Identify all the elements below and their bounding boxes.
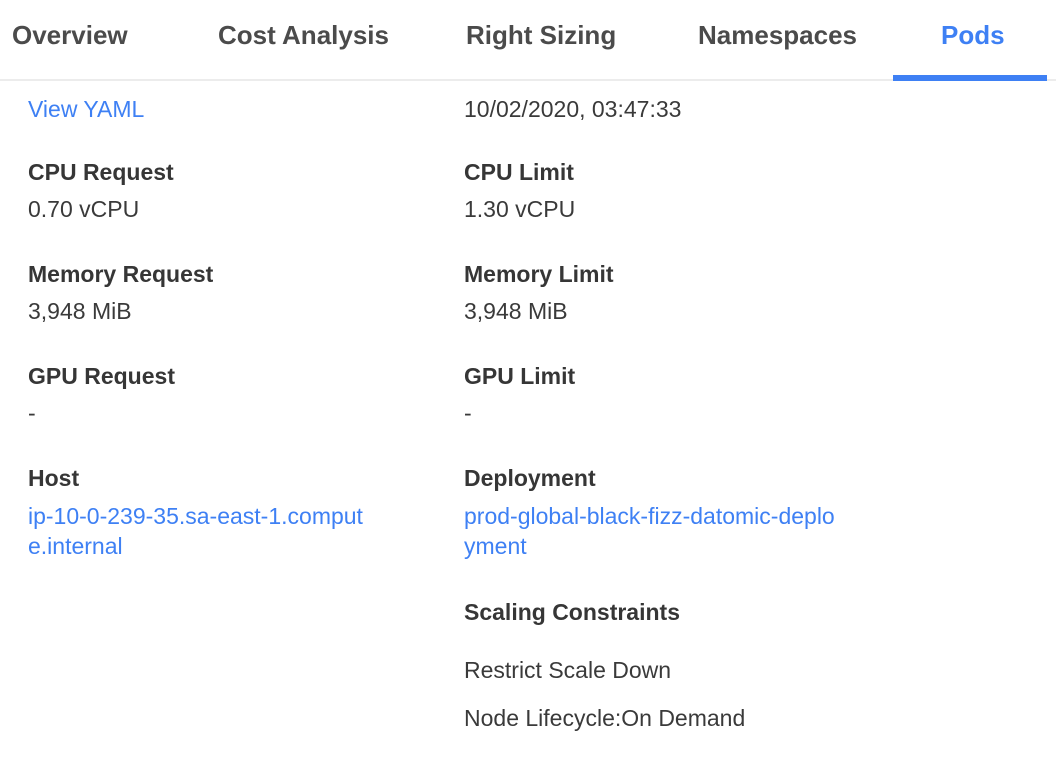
tab-bar: Overview Cost Analysis Right Sizing Name… xyxy=(0,0,1056,81)
pod-details-panel: View YAML CPU Request 0.70 vCPU Memory R… xyxy=(0,81,1056,756)
field-gpu-limit: GPU Limit - xyxy=(464,362,840,427)
details-right-column: 10/02/2020, 03:47:33 CPU Limit 1.30 vCPU… xyxy=(464,95,840,769)
gpu-request-value: - xyxy=(28,400,36,426)
host-label: Host xyxy=(28,465,80,491)
scaling-constraints-label: Scaling Constraints xyxy=(464,599,680,625)
memory-request-label: Memory Request xyxy=(28,261,214,287)
active-tab-indicator xyxy=(893,75,1047,81)
details-left-column: View YAML CPU Request 0.70 vCPU Memory R… xyxy=(28,95,368,598)
field-deployment: Deployment prod-global-black-fizz-datomi… xyxy=(464,464,840,561)
field-cpu-limit: CPU Limit 1.30 vCPU xyxy=(464,158,840,223)
field-cpu-request: CPU Request 0.70 vCPU xyxy=(28,158,368,223)
deployment-link[interactable]: prod-global-black-fizz-datomic-deploymen… xyxy=(464,503,835,559)
memory-request-value: 3,948 MiB xyxy=(28,298,132,324)
gpu-limit-value: - xyxy=(464,400,472,426)
cpu-limit-value: 1.30 vCPU xyxy=(464,196,576,222)
deployment-label: Deployment xyxy=(464,465,596,491)
cpu-request-label: CPU Request xyxy=(28,159,174,185)
tab-pods[interactable]: Pods xyxy=(941,20,1005,50)
pod-start-timestamp: 10/02/2020, 03:47:33 xyxy=(464,96,682,122)
scaling-constraints-section: Scaling Constraints Restrict Scale Down … xyxy=(464,598,840,732)
view-yaml-link[interactable]: View YAML xyxy=(28,96,145,122)
field-host: Host ip-10-0-239-35.sa-east-1.compute.in… xyxy=(28,464,368,561)
cpu-request-value: 0.70 vCPU xyxy=(28,196,140,222)
tab-cost-analysis[interactable]: Cost Analysis xyxy=(218,20,389,50)
gpu-request-label: GPU Request xyxy=(28,363,175,389)
host-link[interactable]: ip-10-0-239-35.sa-east-1.compute.interna… xyxy=(28,503,363,559)
memory-limit-label: Memory Limit xyxy=(464,261,614,287)
scaling-constraint-item: Restrict Scale Down xyxy=(464,657,672,683)
field-gpu-request: GPU Request - xyxy=(28,362,368,427)
scaling-constraint-item: Node Lifecycle:On Demand xyxy=(464,705,746,731)
field-memory-limit: Memory Limit 3,948 MiB xyxy=(464,260,840,325)
tab-overview[interactable]: Overview xyxy=(12,20,128,50)
tab-namespaces[interactable]: Namespaces xyxy=(698,20,857,50)
gpu-limit-label: GPU Limit xyxy=(464,363,576,389)
cpu-limit-label: CPU Limit xyxy=(464,159,574,185)
field-memory-request: Memory Request 3,948 MiB xyxy=(28,260,368,325)
memory-limit-value: 3,948 MiB xyxy=(464,298,568,324)
tab-right-sizing[interactable]: Right Sizing xyxy=(466,20,617,50)
